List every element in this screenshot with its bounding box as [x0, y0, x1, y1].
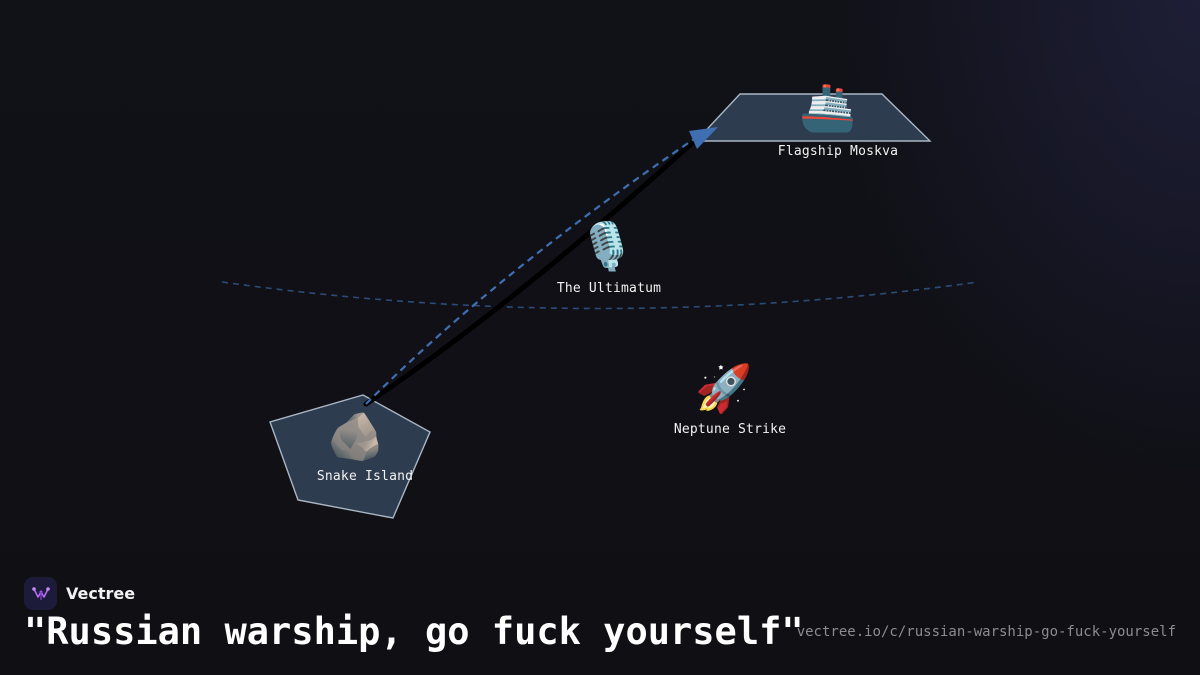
orbit-arc — [221, 281, 979, 310]
source-url[interactable]: vectree.io/c/russian-warship-go-fuck-you… — [796, 624, 1176, 640]
edge-snake-to-moskva — [365, 132, 704, 405]
edge-shadow — [363, 130, 706, 407]
node-label-moskva: Flagship Moskva — [777, 144, 899, 159]
ship-icon: 🚢 — [799, 80, 857, 134]
vectree-logo-icon — [24, 577, 57, 610]
node-label-ultimatum: The Ultimatum — [556, 281, 662, 296]
moskva-shape — [694, 93, 932, 142]
brand-name: Vectree — [66, 584, 136, 603]
rocket-icon: 🚀 — [695, 361, 753, 415]
page-title: "Russian warship, go fuck yourself" — [24, 610, 804, 653]
edge-arrowhead — [689, 127, 718, 149]
microphone-icon: 🎙️ — [578, 219, 636, 273]
brand[interactable]: Vectree — [24, 577, 135, 610]
node-label-snake-island: Snake Island — [316, 469, 414, 484]
rock-icon: 🪨 — [327, 409, 385, 463]
node-label-neptune: Neptune Strike — [673, 422, 787, 437]
snake-island-shape — [269, 394, 431, 519]
